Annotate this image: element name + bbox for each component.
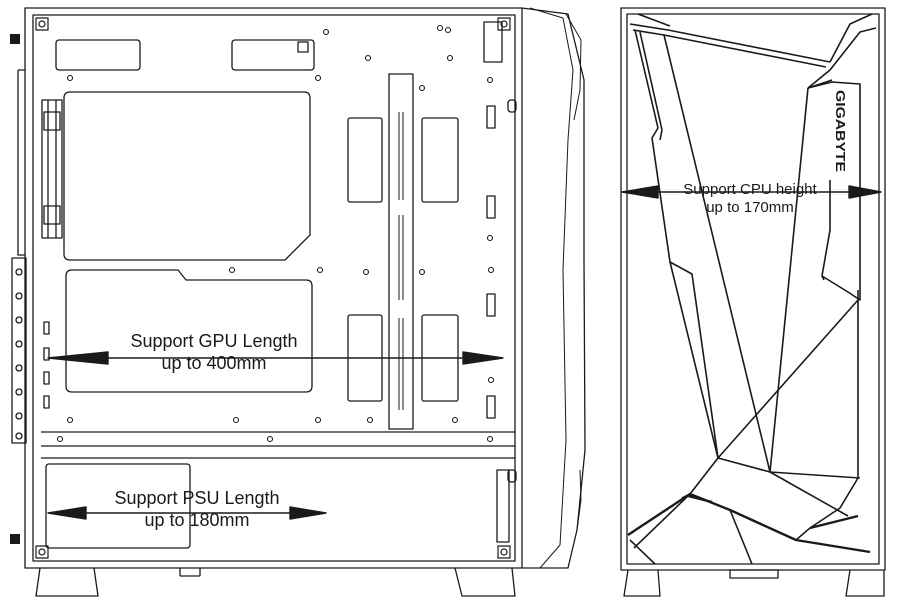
side-foot-right — [454, 567, 516, 597]
support-bar — [388, 73, 414, 430]
front-slots — [486, 105, 496, 419]
top-cutout-left — [55, 39, 141, 71]
gpu-label-line2: up to 400mm — [161, 352, 267, 373]
psu-length-label: Support PSU Length up to 180mm — [92, 488, 302, 531]
cpu-label-line1: Support CPU height — [683, 181, 817, 198]
psu-cutout — [45, 463, 191, 549]
front-panel-side — [521, 7, 586, 569]
side-view — [10, 7, 586, 597]
gpu-length-label: Support GPU Length up to 400mm — [104, 331, 324, 374]
gpu-area-cutout — [65, 269, 313, 393]
left-rail — [17, 69, 25, 256]
cpu-cutout — [63, 91, 311, 261]
mount-holes — [66, 24, 495, 424]
left-thumbscrews — [10, 34, 20, 544]
front-view — [620, 7, 886, 597]
side-foot-left — [35, 567, 99, 597]
corner-screws — [35, 17, 511, 559]
cpu-height-label: Support CPU height up to 170mm — [670, 181, 830, 217]
cpu-label-line2: up to 170mm — [706, 199, 794, 216]
psu-label-line1: Support PSU Length — [114, 488, 280, 508]
brand-logo-text: GIGABYTE — [833, 90, 848, 172]
io-slot-holes — [15, 268, 23, 440]
brand-logo: GIGABYTE — [833, 90, 848, 172]
front-faceted-panel — [627, 13, 877, 565]
cpu-height-arrow — [621, 185, 882, 199]
gpu-label-line1: Support GPU Length — [130, 331, 298, 351]
side-frame-inner — [32, 14, 516, 562]
drive-bracket — [41, 99, 63, 239]
side-frame-outer — [24, 7, 523, 569]
gpu-length-arrow — [47, 351, 504, 365]
psu-length-arrow — [47, 506, 327, 520]
psu-label-line2: up to 180mm — [144, 509, 250, 530]
io-slot-bracket — [11, 257, 27, 444]
top-cutout-right — [231, 39, 315, 71]
